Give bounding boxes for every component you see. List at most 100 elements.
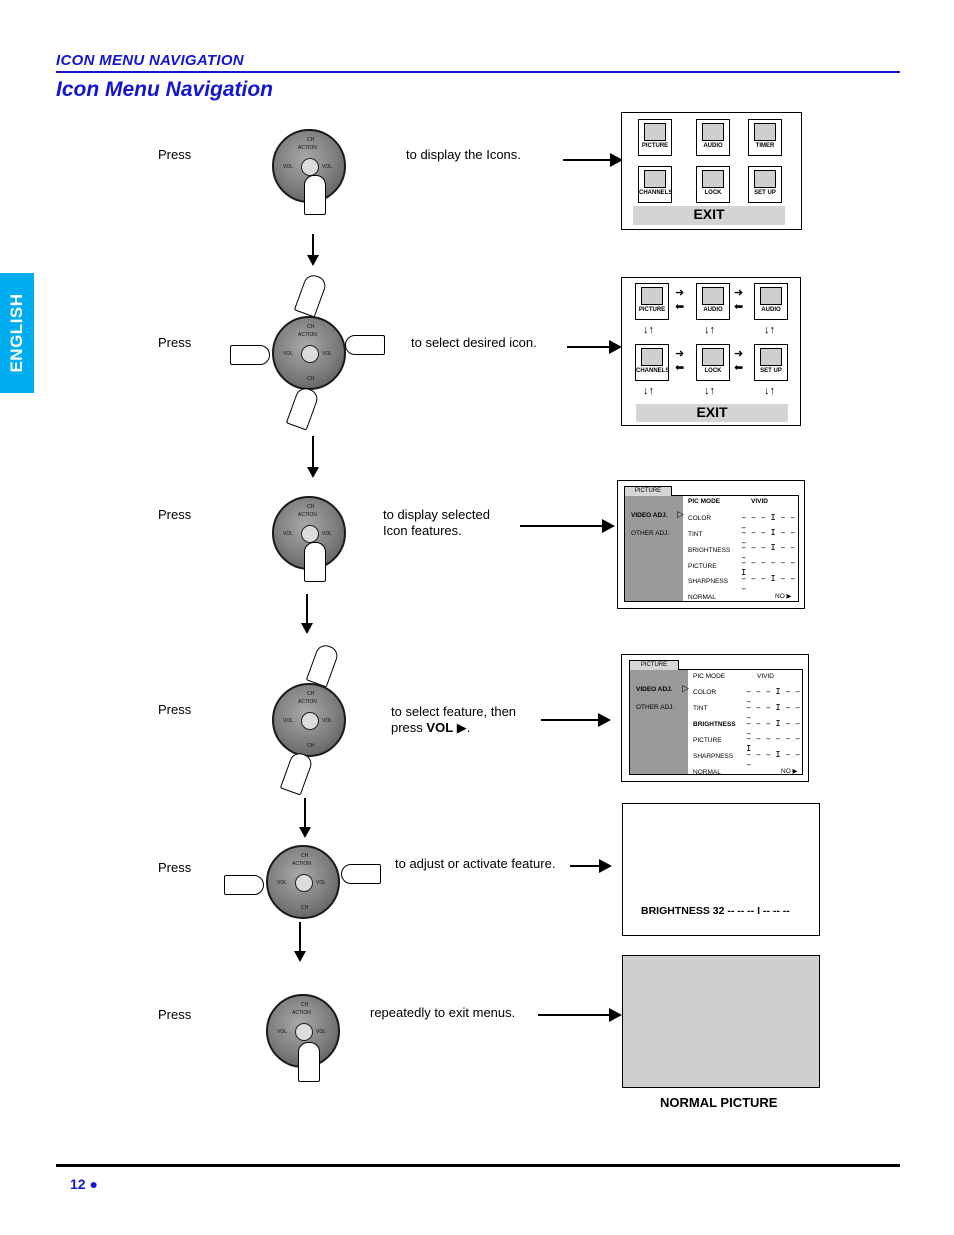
slider-bar: – – – I – – – <box>746 687 800 707</box>
right-arrow-icon: ➜ <box>675 348 685 360</box>
normal-value: NO ▶ <box>781 768 798 775</box>
arrow-right-icon <box>538 1008 622 1022</box>
step2-text: to select desired icon. <box>411 335 537 350</box>
pointing-finger-icon <box>341 864 381 884</box>
vol-label-left: VOL <box>277 880 288 886</box>
action-center <box>301 712 319 730</box>
arrow-right-icon <box>541 713 611 727</box>
slider-bar: – – – – – – I <box>746 734 800 754</box>
menu-left-column <box>630 670 688 774</box>
menu-item-normal: NORMAL <box>688 594 716 601</box>
slider-bar: – – – I – – – <box>741 543 795 563</box>
remote-action-button: CH ACTION VOL VOL CH <box>266 845 340 919</box>
ch-label-bottom: CH <box>307 743 315 749</box>
right-arrow-icon: ➜ <box>734 348 744 360</box>
up-down-arrows-icon: ↓↑ <box>764 385 775 397</box>
action-center <box>295 1023 313 1041</box>
ch-label: CH <box>307 504 315 510</box>
pointing-finger-icon <box>345 335 385 355</box>
lock-icon: LOCK <box>696 166 730 203</box>
action-label: ACTION <box>298 332 317 338</box>
menu-other-adj: OTHER ADJ. <box>631 530 670 537</box>
step3-press: Press <box>158 507 192 522</box>
menu-item-tint: TINT <box>688 531 703 538</box>
pointing-finger-icon <box>304 175 326 215</box>
channels-icon: CHANNELS <box>638 166 672 203</box>
picture-menu-screen-2: VIDEO ADJ. OTHER ADJ. ▷ PIC MODE VIVID C… <box>621 654 809 782</box>
step1-text: to display the Icons. <box>406 147 521 162</box>
step2-press: Press <box>158 335 192 350</box>
down-arrow-icon <box>294 922 306 962</box>
section-header: ICON MENU NAVIGATION <box>56 52 244 69</box>
slider-bar: – – – – – – I <box>741 558 795 578</box>
timer-icon: TIMER <box>748 119 782 156</box>
brightness-adjust-text: BRIGHTNESS 32 -- -- -- I -- -- -- <box>641 905 790 917</box>
pointing-finger-icon <box>224 875 264 895</box>
menu-item-color: COLOR <box>688 515 712 522</box>
action-center <box>295 874 313 892</box>
step4-text-after: ▶. <box>453 720 471 735</box>
pointing-finger-icon <box>279 750 315 796</box>
icon-select-screen: PICTURE ➜ ⬅ AUDIO ➜ ⬅ AUDIO ↓↑ ↓↑ ↓↑ CHA… <box>621 277 801 426</box>
icon-menu-screen: PICTURE AUDIO TIMER CHANNELS LOCK SET UP… <box>621 112 802 230</box>
menu-video-adj: VIDEO ADJ. <box>631 512 668 519</box>
step3-text: to display selected Icon features. <box>383 507 490 538</box>
vol-label-left: VOL <box>283 351 294 357</box>
menu-right-column <box>688 670 802 774</box>
pointing-finger-icon <box>298 1042 320 1082</box>
pic-mode-value: VIVID <box>757 673 774 680</box>
page-title: Icon Menu Navigation <box>56 78 274 101</box>
step4-press: Press <box>158 702 192 717</box>
action-center <box>301 158 319 176</box>
vol-label-left: VOL <box>283 718 294 724</box>
left-arrow-icon: ⬅ <box>734 362 744 374</box>
action-label: ACTION <box>298 699 317 705</box>
vol-label-right: VOL <box>322 531 333 537</box>
down-arrow-icon <box>301 594 313 634</box>
menu-item-tint: TINT <box>693 705 708 712</box>
remote-action-button: CH ACTION VOL VOL CH <box>272 316 346 390</box>
menu-panel: VIDEO ADJ. OTHER ADJ. ▷ PIC MODE VIVID C… <box>624 495 799 602</box>
action-label: ACTION <box>298 512 317 518</box>
normal-value: NO ▶ <box>775 593 792 600</box>
pointing-finger-icon <box>305 642 341 688</box>
pic-mode-label: PIC MODE <box>688 498 721 505</box>
menu-item-sharpness: SHARPNESS <box>693 753 734 760</box>
up-down-arrows-icon: ↓↑ <box>704 324 715 336</box>
vol-label-right: VOL <box>322 164 333 170</box>
down-arrow-icon <box>307 436 319 478</box>
ch-label: CH <box>301 1002 309 1008</box>
left-arrow-icon: ⬅ <box>675 362 685 374</box>
remote-action-button: CH ACTION VOL VOL CH <box>272 683 346 757</box>
down-arrow-icon <box>299 798 311 838</box>
pointing-finger-icon <box>304 542 326 582</box>
step4-text: to select feature, then press VOL ▶. <box>391 704 516 736</box>
lock-icon: LOCK <box>696 344 730 381</box>
audio-icon: AUDIO <box>696 283 730 320</box>
action-center <box>301 525 319 543</box>
adjust-screen: BRIGHTNESS 32 -- -- -- I -- -- -- <box>622 803 820 936</box>
step4-text-bold: VOL <box>426 720 454 735</box>
picture-icon: PICTURE <box>638 119 672 156</box>
picture-tab: PICTURE <box>629 660 679 670</box>
action-label: ACTION <box>298 145 317 151</box>
page-number: 12 ● <box>70 1176 98 1192</box>
picture-tab: PICTURE <box>624 486 672 496</box>
menu-item-sharpness: SHARPNESS <box>688 578 729 585</box>
arrow-right-icon <box>570 859 612 873</box>
audio-icon: AUDIO <box>696 119 730 156</box>
menu-video-adj: VIDEO ADJ. <box>636 686 673 693</box>
vol-label-right: VOL <box>322 718 333 724</box>
left-arrow-icon: ⬅ <box>675 301 685 313</box>
selector-arrow-icon: ▷ <box>682 683 689 693</box>
step5-text: to adjust or activate feature. <box>395 856 556 871</box>
pic-mode-value: VIVID <box>751 498 768 505</box>
menu-item-picture: PICTURE <box>688 563 717 570</box>
normal-picture-screen <box>622 955 820 1088</box>
language-tab-label: ENGLISH <box>7 293 26 373</box>
vol-label-right: VOL <box>316 880 327 886</box>
ch-label: CH <box>301 853 309 859</box>
pointing-finger-icon <box>230 345 270 365</box>
right-arrow-icon: ➜ <box>734 287 744 299</box>
slider-bar: – – – I – – – <box>746 750 800 770</box>
